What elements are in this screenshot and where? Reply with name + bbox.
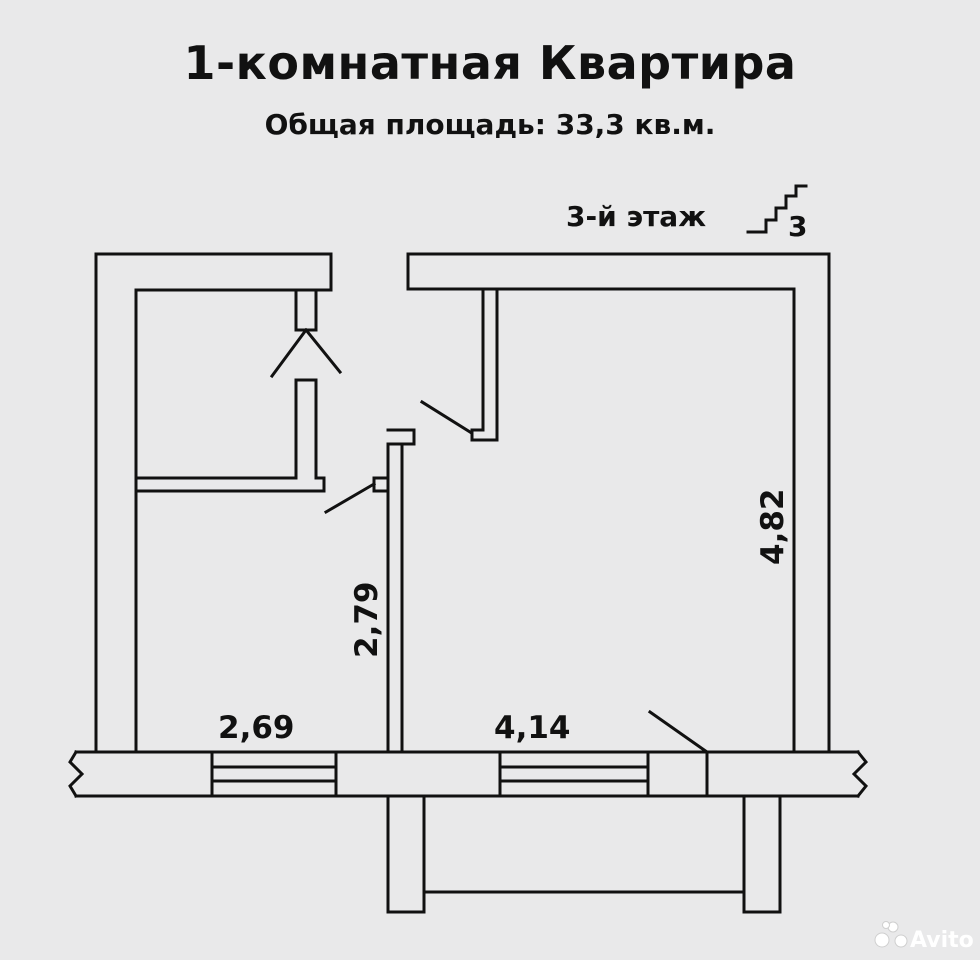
avito-logo-icon (874, 921, 908, 948)
bathroom-wall-top-stub (294, 288, 318, 332)
room-length-label: 4,82 (755, 489, 791, 566)
balcony-door-opening (647, 709, 710, 798)
bottom-wall-left-break (68, 749, 85, 799)
watermark-text: Avito (910, 928, 974, 953)
room-wall-stub (470, 287, 499, 442)
bathroom-door (269, 327, 343, 379)
bathroom-wall-bottom (134, 378, 326, 493)
floor-label: 3-й этаж (566, 200, 707, 233)
bottom-wall (74, 750, 860, 798)
bottom-wall-right-break (851, 749, 869, 799)
total-area-subtitle: Общая площадь: 33,3 кв.м. (264, 108, 716, 141)
page-title: 1-комнатная Квартира (183, 36, 797, 90)
window-hall (210, 750, 338, 798)
partition-door-jamb (372, 476, 390, 493)
balcony (386, 794, 782, 914)
window-room (498, 750, 650, 798)
avito-watermark: Avito (874, 921, 974, 953)
stairs-icon (746, 184, 808, 234)
hall-width-label: 2,69 (218, 710, 295, 746)
room-width-label: 4,14 (494, 710, 571, 746)
partition-wall (386, 428, 416, 754)
hall-door (323, 481, 377, 515)
room-door (419, 399, 473, 435)
floor-number: 3 (788, 210, 807, 243)
hall-length-label: 2,79 (349, 582, 385, 659)
